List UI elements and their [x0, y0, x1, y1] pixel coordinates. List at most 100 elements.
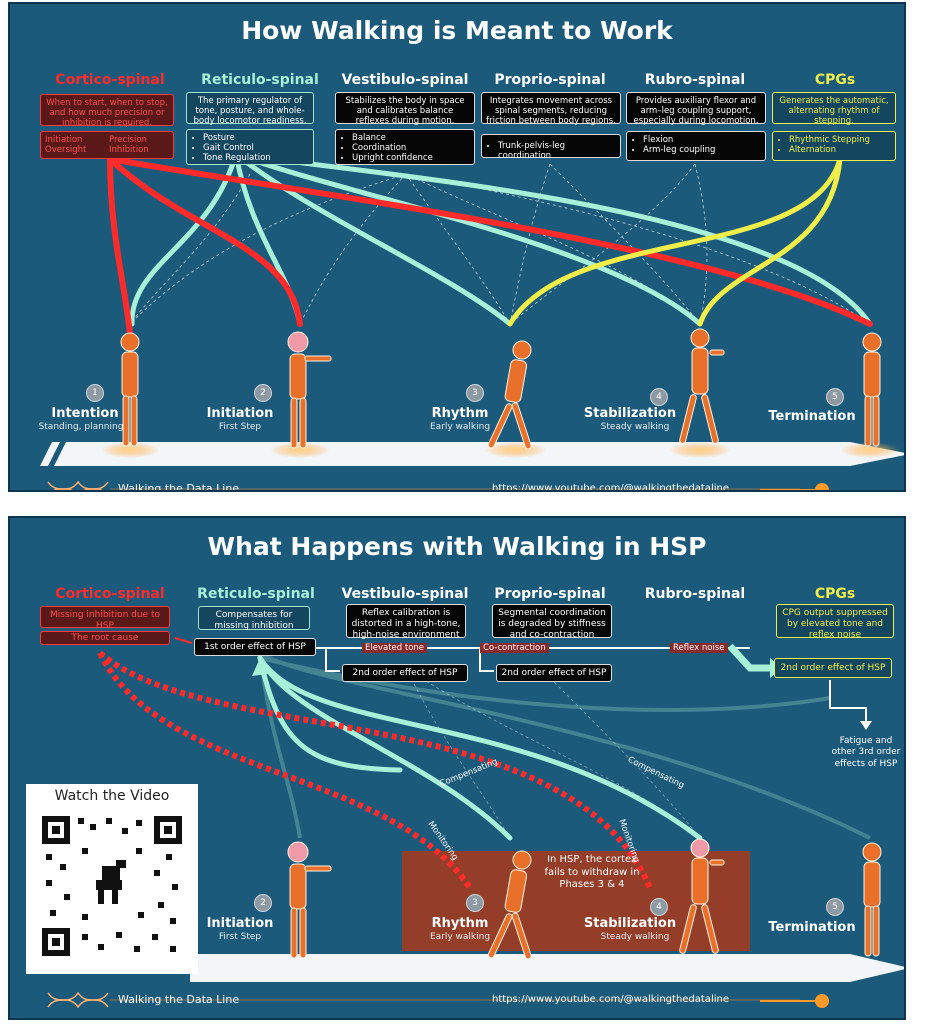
timeline-stripe	[54, 442, 74, 466]
heading-reticulo-spinal: Reticulo-spinal	[201, 72, 319, 88]
phase-stabilization-sub: Steady walking	[600, 422, 670, 432]
figure-stabilization	[679, 838, 725, 954]
timeline-arrow	[190, 954, 904, 982]
label-elevated-tone: Elevated tone	[362, 643, 428, 653]
cortico-desc: When to start, when to stop, and how muc…	[40, 94, 174, 128]
phase-initiation-sub: First Step	[218, 932, 262, 942]
figure-stabilization	[679, 328, 725, 444]
item-initiation: Initiation	[45, 135, 83, 145]
cortico-root-cause: The root cause	[40, 631, 170, 645]
bottom-panel: What Happens with Walking in HSP Cortico…	[8, 516, 906, 1020]
footer-channel: Walking the Data Line	[118, 482, 240, 492]
figure-initiation	[287, 331, 332, 449]
phase-rhythm-sub: Early walking	[429, 422, 491, 432]
third-order-effects: Fatigue and other 3rd order effects of H…	[831, 736, 901, 769]
phase-rhythm: Rhythm	[431, 916, 489, 931]
heading-cpgs: CPGs	[814, 72, 856, 88]
dna-icon	[47, 480, 109, 490]
phase-number-3: 3	[466, 894, 484, 912]
item-inhibition: Inhibition	[109, 145, 149, 156]
phase-termination: Termination	[768, 920, 856, 935]
footer-url[interactable]: https://www.youtube.com/@walkingthedatal…	[492, 483, 730, 492]
vestibulo-distorted: Reflex calibration is distorted in a hig…	[346, 604, 466, 640]
label-reflex-noise: Reflex noise	[670, 643, 728, 653]
top-title: How Walking is Meant to Work	[241, 16, 673, 45]
heading-cpgs: CPGs	[814, 586, 856, 602]
item-tone-regulation: Tone Regulation	[203, 153, 309, 163]
item-upright-confidence: Upright confidence	[352, 153, 470, 163]
figure-intention	[120, 332, 140, 447]
figure-termination	[862, 842, 882, 957]
top-connections	[40, 151, 904, 490]
heading-cortico-spinal: Cortico-spinal	[55, 586, 165, 602]
item-trunk-pelvis-leg: Trunk-pelvis-leg coordination	[498, 141, 616, 161]
heading-proprio-spinal: Proprio-spinal	[494, 72, 606, 88]
heading-proprio-spinal: Proprio-spinal	[494, 586, 606, 602]
label-co-contraction: Co-contraction	[480, 643, 549, 653]
cpg-desc: Generates the automatic, alternating rhy…	[772, 92, 896, 126]
item-flexion: Flexion	[643, 135, 761, 145]
phase-rhythm: Rhythm	[431, 406, 489, 421]
phase-number-4: 4	[650, 388, 668, 406]
phase-stabilization: Stabilization	[583, 406, 677, 421]
hsp-cortex-note: In HSP, the cortex fails to withdraw in …	[544, 854, 640, 890]
neuron-icon	[760, 483, 829, 490]
phase-initiation: Initiation	[206, 406, 274, 421]
proprio-desc: Integrates movement across spinal segmen…	[481, 92, 621, 126]
watch-video-title: Watch the Video	[54, 788, 170, 804]
second-order-effect-cpg: 2nd order effect of HSP	[774, 658, 892, 678]
heading-rubro-spinal: Rubro-spinal	[644, 72, 746, 88]
item-precision: Precision	[109, 135, 147, 145]
phase-number-2: 2	[254, 894, 272, 912]
vestibulo-desc: Stabilizes the body in space and calibra…	[335, 92, 475, 126]
item-alternation: Alternation	[789, 145, 891, 155]
phase-rhythm-sub: Early walking	[429, 932, 491, 942]
heading-reticulo-spinal: Reticulo-spinal	[197, 586, 315, 602]
phase-number-4: 4	[650, 898, 668, 916]
phase-number-3: 3	[466, 384, 484, 402]
qr-card[interactable]: Watch the Video	[26, 784, 198, 974]
figure-rhythm	[487, 850, 532, 960]
phase-stabilization: Stabilization	[583, 916, 677, 931]
bottom-connections	[47, 637, 904, 1009]
heading-rubro-spinal: Rubro-spinal	[644, 586, 746, 602]
item-balance: Balance	[352, 133, 470, 143]
reticulo-desc: The primary regulator of tone, posture, …	[186, 92, 314, 126]
vestibulo-items: Balance Coordination Upright confidence	[335, 129, 475, 165]
qr-code-icon[interactable]	[26, 784, 198, 974]
phase-number-5: 5	[826, 388, 844, 406]
heading-vestibulo-spinal: Vestibulo-spinal	[341, 72, 469, 88]
timeline-arrow	[58, 442, 904, 466]
heading-vestibulo-spinal: Vestibulo-spinal	[341, 586, 469, 602]
top-panel: How Walking is Meant to Work Cortico-spi…	[8, 2, 906, 492]
phase-termination: Termination	[768, 409, 856, 424]
cortico-items: Initiation Precision Oversight Inhibitio…	[40, 131, 174, 159]
footer-channel: Walking the Data Line	[118, 993, 240, 1006]
phase-initiation: Initiation	[206, 916, 274, 931]
item-arm-leg-coupling: Arm-leg coupling	[643, 145, 761, 155]
reticulo-compensates: Compensates for missing inhibition	[198, 606, 310, 631]
phase-intention-sub: Standing, planning	[38, 422, 124, 432]
bottom-title: What Happens with Walking in HSP	[207, 532, 707, 561]
second-order-effect-proprio: 2nd order effect of HSP	[496, 664, 612, 682]
item-rhythmic-stepping: Rhythmic Stepping	[789, 135, 891, 145]
proprio-items: Trunk-pelvis-leg coordination	[481, 134, 621, 161]
figure-initiation	[287, 841, 332, 959]
proprio-degraded: Segmental coordination is degraded by st…	[492, 604, 612, 640]
timeline-stripe	[40, 442, 60, 466]
phase-initiation-sub: First Step	[218, 422, 262, 432]
neuron-icon	[760, 994, 829, 1008]
cpg-items: Rhythmic Stepping Alternation	[772, 131, 896, 161]
item-posture: Posture	[203, 133, 309, 143]
footer-url[interactable]: https://www.youtube.com/@walkingthedatal…	[492, 994, 730, 1005]
rubro-desc: Provides auxiliary flexor and arm–leg co…	[626, 92, 766, 126]
first-order-effect: 1st order effect of HSP	[194, 638, 316, 656]
cpg-suppressed: CPG output suppressed by elevated tone a…	[776, 604, 894, 640]
second-order-effect-vestibulo: 2nd order effect of HSP	[342, 664, 468, 682]
phase-number-5: 5	[826, 898, 844, 916]
dna-icon	[47, 991, 109, 1009]
phase-stabilization-sub: Steady walking	[600, 932, 670, 942]
figure-rhythm	[487, 340, 532, 450]
phase-number-2: 2	[254, 384, 272, 402]
cortico-missing-inhibition: Missing inhibition due to HSP	[40, 606, 170, 631]
